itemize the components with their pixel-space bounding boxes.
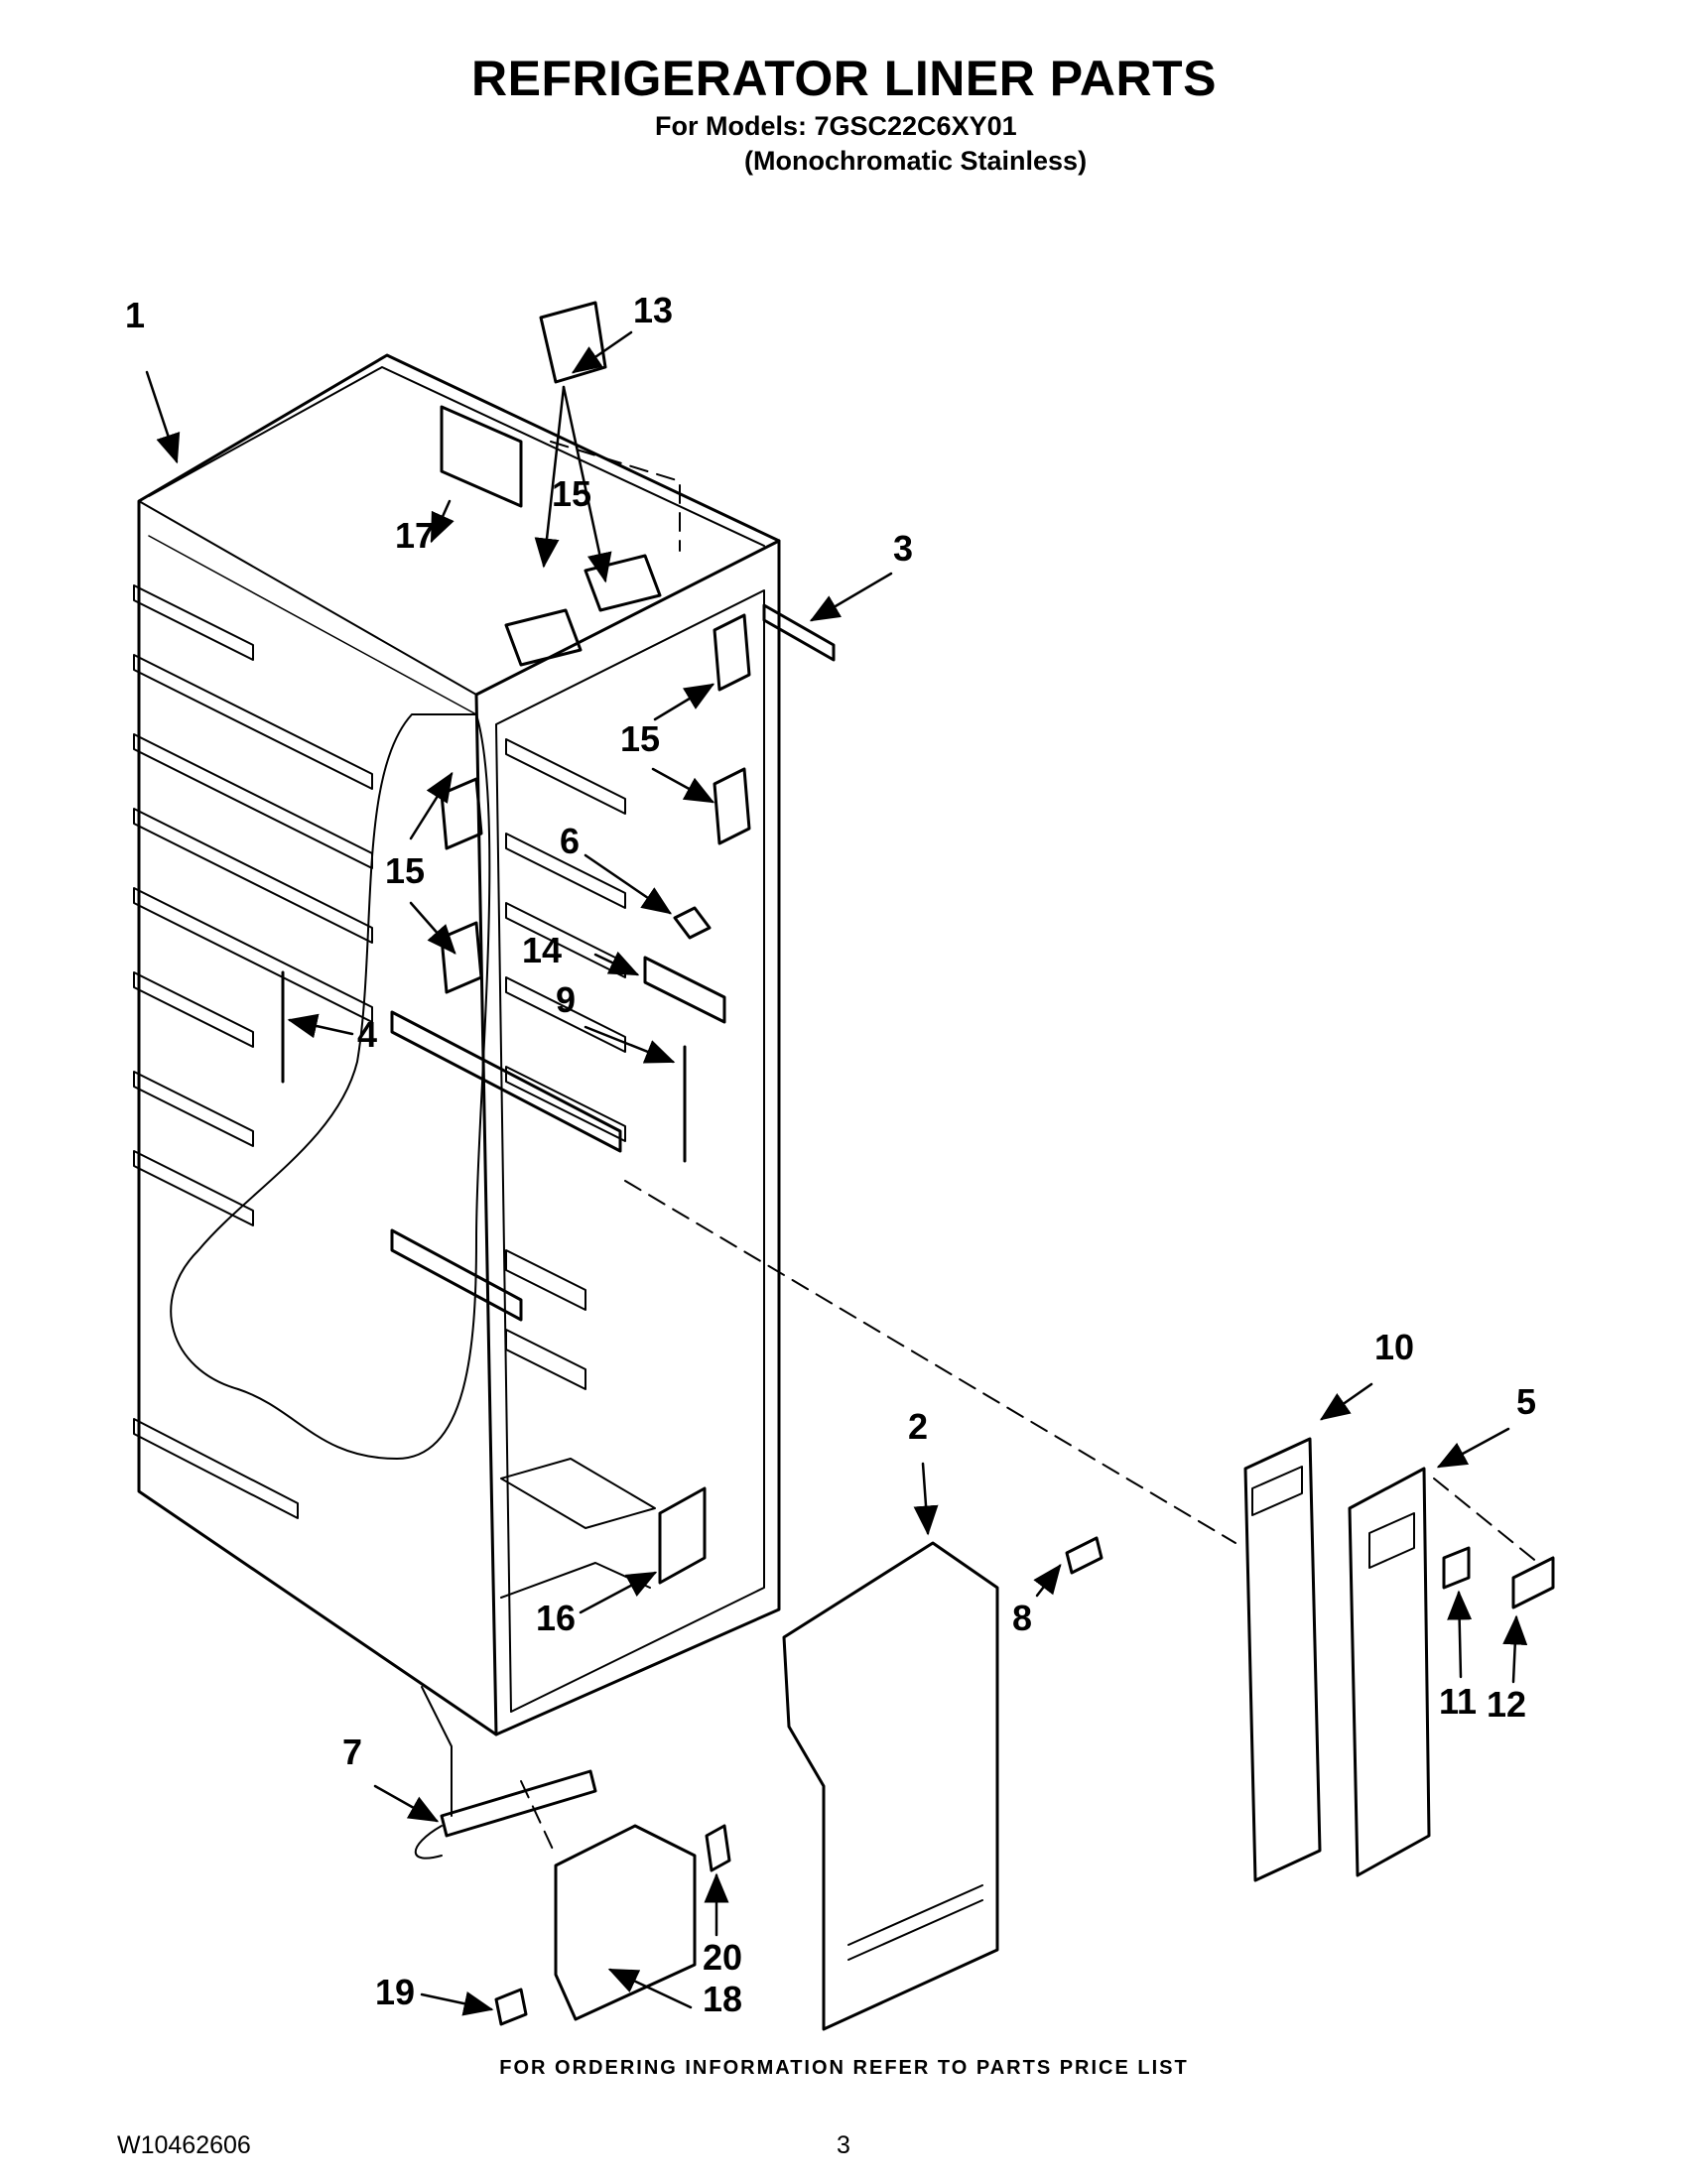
document-number: W10462606 — [117, 2131, 251, 2159]
floor-recess — [500, 1458, 656, 1529]
callout-14: 14 — [522, 930, 563, 970]
evaporator-cover-vents — [847, 1884, 983, 1961]
model-number: For Models: 7GSC22C6XY01 — [655, 111, 1017, 141]
callout-7: 7 — [342, 1732, 363, 1772]
right-wall-rails — [505, 738, 626, 1390]
callout-20: 20 — [703, 1937, 743, 1978]
lamp-housing-15e — [713, 613, 751, 692]
switch — [1442, 1546, 1471, 1590]
model-variant: (Monochromatic Stainless) — [744, 146, 1088, 176]
callout-10: 10 — [1374, 1327, 1415, 1367]
fan-16 — [658, 1486, 707, 1585]
duct-panel — [1243, 1437, 1322, 1882]
callout-2: 2 — [908, 1406, 929, 1447]
crisper-rails — [390, 1010, 622, 1322]
left-wall-rails — [133, 584, 373, 1519]
callout-17: 17 — [395, 515, 436, 556]
callout-15: 15 — [620, 718, 661, 759]
callout-13: 13 — [633, 290, 674, 330]
callout-18: 18 — [703, 1979, 743, 2019]
damper-8 — [1065, 1536, 1104, 1575]
callout-arrows — [145, 330, 1528, 2016]
callout-9: 9 — [556, 979, 577, 1020]
control-panel — [1511, 1556, 1555, 1609]
control-housing — [1348, 1467, 1431, 1877]
water-filter — [762, 603, 836, 662]
callout-8: 8 — [1012, 1598, 1033, 1638]
water-valve-13 — [539, 301, 607, 384]
liner-cabinet — [133, 353, 781, 1736]
callout-5: 5 — [1516, 1381, 1537, 1422]
dashed-leader-lines — [520, 441, 1539, 1857]
callout-19: 19 — [375, 1972, 416, 2012]
callout-15: 15 — [385, 850, 426, 891]
drain-trough — [554, 1824, 697, 2021]
callout-4: 4 — [357, 1014, 378, 1055]
clip-19 — [494, 1988, 528, 2026]
callout-1: 1 — [125, 295, 146, 335]
housing-14 — [643, 956, 726, 1024]
callout-12: 12 — [1487, 1684, 1527, 1725]
liner-cutaway-outline — [170, 713, 491, 1460]
thermistor-6 — [673, 906, 712, 940]
cover-17 — [440, 405, 523, 508]
defrost-heater — [440, 1769, 597, 1838]
callout-16: 16 — [536, 1598, 577, 1638]
lamp-housing-15a — [584, 554, 662, 612]
callout-6: 6 — [560, 821, 581, 861]
lamp-housing-15d — [440, 921, 483, 994]
ordering-note: FOR ORDERING INFORMATION REFER TO PARTS … — [499, 2057, 1189, 2079]
page-number: 3 — [837, 2131, 850, 2159]
clip-20 — [705, 1824, 731, 1872]
lamp-housing-15c — [440, 777, 483, 850]
lamp-housing-15b — [504, 608, 583, 667]
callout-15: 15 — [552, 473, 592, 514]
lamp-housing-15f — [713, 767, 751, 845]
evaporator-cover — [782, 1541, 999, 2031]
callout-3: 3 — [893, 528, 914, 569]
page-title: REFRIGERATOR LINER PARTS — [471, 51, 1217, 106]
callout-11: 11 — [1439, 1681, 1478, 1722]
